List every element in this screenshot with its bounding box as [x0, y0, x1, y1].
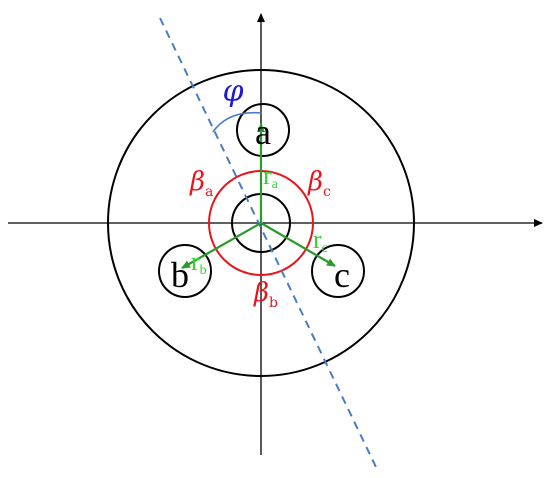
beta-c-main: β — [307, 167, 323, 197]
conductor-c-label: c — [334, 255, 350, 295]
conductor-c-circle — [311, 244, 365, 298]
phi-arc — [212, 111, 263, 133]
r-c-label: rc — [313, 225, 328, 256]
dashed-reference-line — [159, 17, 377, 468]
beta-a-sub: a — [205, 184, 213, 200]
beta-c-label: βc — [307, 167, 331, 200]
vector-r-b — [181, 222, 262, 269]
beta-b-sub: b — [269, 295, 278, 311]
r-b-label: rb — [191, 247, 207, 278]
beta-a-label: βa — [189, 167, 213, 200]
beta-b-label: βb — [253, 278, 278, 311]
phi-label: φ — [222, 74, 243, 109]
outer-circle — [107, 69, 415, 377]
r-a-main: r — [263, 161, 272, 190]
conductor-a-label: a — [255, 112, 271, 152]
conductor-b-label: b — [171, 255, 189, 295]
beta-c-sub: c — [323, 184, 331, 200]
r-b-main: r — [191, 247, 200, 276]
vector-r-c — [260, 222, 336, 267]
r-a-sub: a — [272, 177, 279, 192]
r-a-label: ra — [263, 161, 279, 192]
beta-a-main: β — [189, 167, 205, 197]
r-b-sub: b — [200, 263, 207, 278]
r-c-sub: c — [322, 241, 328, 256]
conductor-a-circle — [236, 103, 290, 157]
r-c-main: r — [313, 225, 322, 254]
beta-b-main: β — [253, 278, 269, 308]
conductor-b-circle — [158, 244, 212, 298]
